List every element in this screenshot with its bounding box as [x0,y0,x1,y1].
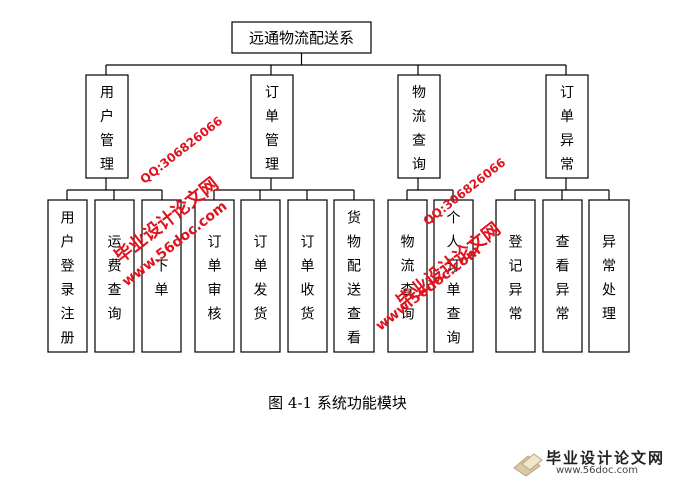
child-label: 货物配送查看 [347,210,361,347]
child-label: 异常处理 [602,235,616,323]
child-label: 物流查询 [401,235,415,323]
child-box [542,199,583,353]
child-label: 查看异常 [556,235,570,323]
figure-caption: 图 4-1 系统功能模块 [268,394,407,412]
module-box [85,74,129,179]
watermark-qq: QQ:306826066 [137,114,225,187]
child-box [194,199,235,353]
root-label: 远通物流配送系 [249,29,354,47]
module-boxes: 用户管理 订单管理 物流查询 订单异常 [85,74,589,179]
module-label: 订单异常 [560,85,574,173]
module-label: 用户管理 [100,85,114,173]
footer-url: www.56doc.com [556,465,639,476]
child-label: 订单发货 [254,235,268,323]
child-label: 下单 [155,259,169,299]
child-box [588,199,630,353]
child-box [333,199,375,353]
child-box [387,199,428,353]
child-box [287,199,328,353]
connectors [66,53,610,200]
module-box [545,74,589,179]
child-box [141,199,182,353]
child-label: 订单审核 [208,235,222,323]
child-boxes: 用户登录注册 运费查询 下单 订单审核 订单发货 订单收货 货物配送查看 物流查询 个人订单查询… [47,199,630,353]
child-box [433,199,474,353]
module-box [397,74,441,179]
module-label: 订单管理 [265,85,279,173]
child-box [495,199,536,353]
module-box [250,74,294,179]
child-box [94,199,135,353]
child-label: 用户登录注册 [61,211,75,347]
child-box [47,199,88,353]
child-label: 订单收货 [301,235,315,323]
child-label: 登记异常 [509,235,523,323]
child-label: 运费查询 [108,235,122,323]
footer-title: 毕业设计论文网 [546,449,666,467]
footer-logo-icon [513,453,543,477]
root-box [231,21,372,54]
child-box [240,199,281,353]
child-label: 个人订单查询 [447,211,461,347]
module-label: 物流查询 [412,85,426,173]
